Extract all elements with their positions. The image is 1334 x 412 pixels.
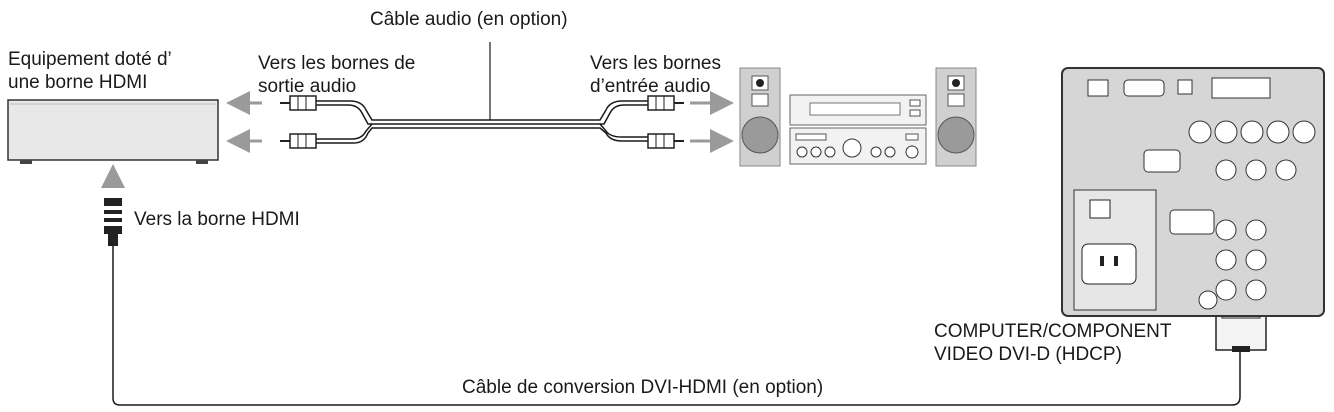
audio-cable	[316, 42, 648, 144]
rca-plug-right	[647, 95, 684, 149]
audio-in-label: Vers les bornes d’entrée audio	[590, 53, 721, 97]
audio-out-arrows	[101, 91, 262, 188]
hdmi-equipment-device	[7, 99, 219, 164]
audio-out-label: Vers les bornes de sortie audio	[258, 53, 416, 97]
amplifier	[789, 94, 927, 165]
hdmi-equipment-label: Equipement doté d’ une borne HDMI	[8, 49, 172, 93]
dvi-hdmi-cable	[112, 246, 1241, 406]
hdmi-terminal-label: Vers la borne HDMI	[134, 209, 300, 230]
speaker-left	[739, 67, 781, 167]
audio-cable-label: Câble audio (en option)	[370, 9, 568, 30]
rca-plug-left	[280, 95, 317, 149]
conversion-cable-label: Câble de conversion DVI-HDMI (en option)	[462, 377, 824, 398]
projector-rear-panel	[1061, 67, 1325, 317]
speaker-right	[935, 67, 977, 167]
audio-in-arrows	[690, 91, 734, 153]
hdmi-plug-icon	[100, 198, 126, 246]
dvi-terminal-label: COMPUTER/COMPONENT VIDEO DVI-D (HDCP)	[934, 321, 1172, 365]
